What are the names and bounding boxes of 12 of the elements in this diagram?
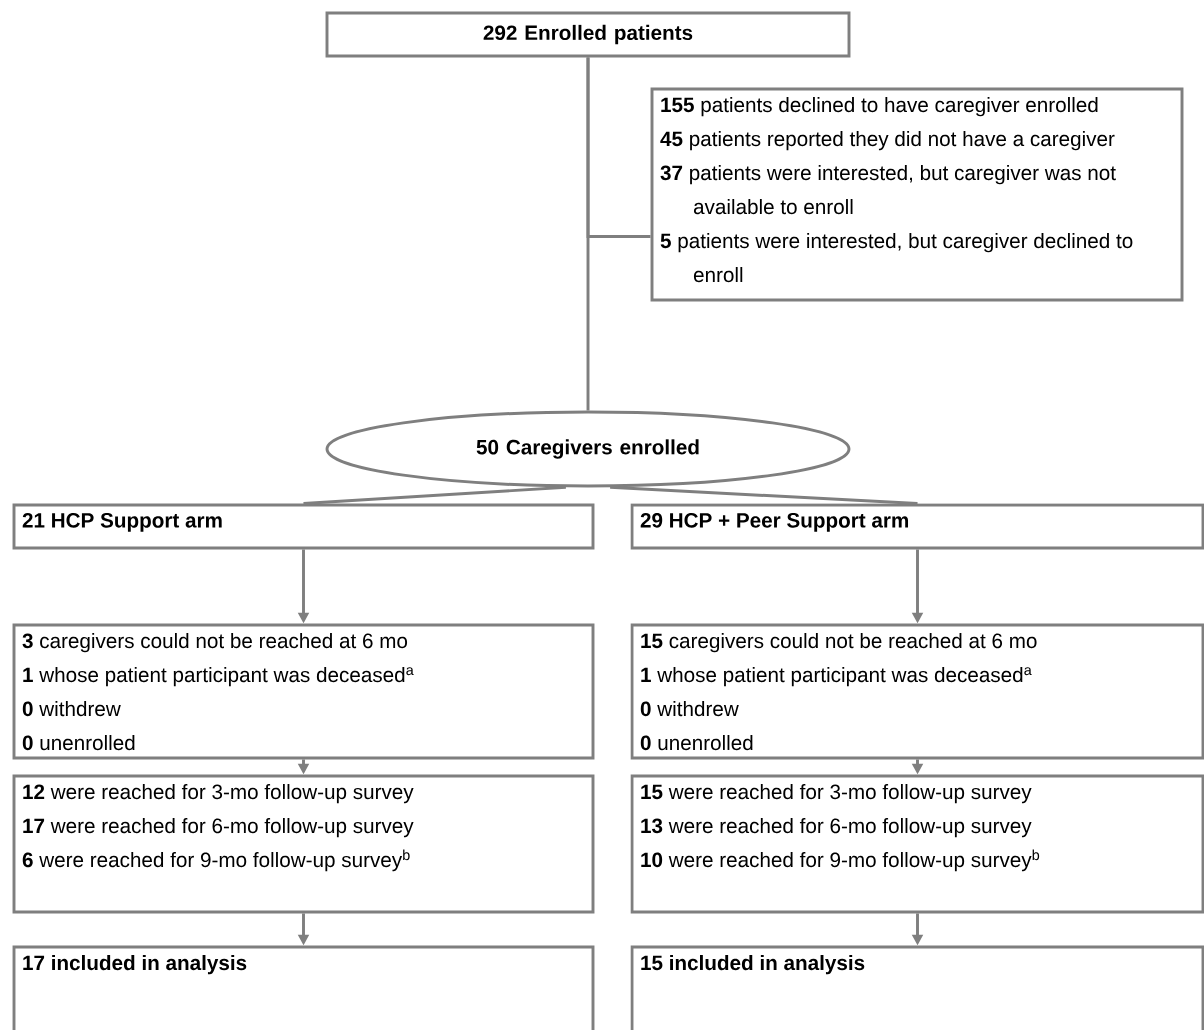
exclusion-box: 155 patients declined to have caregiver enrolled 45 patients reported they did not have a caregiver 37 patients were interested, but caregiver was not available to enroll 5 patients were interested, but caregiver declined to enroll: [650, 87, 1184, 302]
arm-box: 21 HCP Support arm: [12, 503, 595, 550]
analysis-box: 17 included in analysis: [12, 945, 595, 1030]
analysis-box: 15 included in analysis: [630, 945, 1204, 1030]
enrollment-box: 292 Enrolled patients: [325, 11, 851, 58]
follow-up-box: 12 were reached for 3-mo follow-up survey 17 were reached for 6-mo follow-up survey 6 were reached for 9-mo follow-up survey$^{b}$: [12, 774, 595, 914]
connector-line: [610, 485, 918, 505]
dropout-box: 15 caregivers could not be reached at 6 mo 1 whose patient participant was deceased$^{a}$ 0 withdrew 0 unenrolled: [630, 623, 1204, 760]
connector-line: [586, 57, 651, 238]
arm-box: 29 HCP + Peer Support arm: [630, 503, 1204, 550]
follow-up-box: 15 were reached for 3-mo follow-up survey 13 were reached for 6-mo follow-up survey 10 were reached for 9-mo follow-up survey$^{b}$: [630, 774, 1204, 914]
dropout-box: 3 caregivers could not be reached at 6 mo 1 whose patient participant was deceased$^{a}$ 0 withdrew 0 unenrolled: [12, 623, 595, 760]
